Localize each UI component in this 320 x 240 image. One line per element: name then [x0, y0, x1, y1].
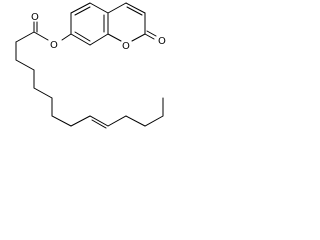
bond [107, 2, 127, 14]
bond [144, 33, 155, 40]
structure-diagram: O O O O [15, 2, 166, 129]
bond [146, 30, 157, 37]
alkyl-chain [15, 41, 109, 127]
benzene-ring [70, 2, 109, 46]
ring-oxygen-label: O [122, 41, 130, 52]
bond [70, 2, 91, 14]
bond [107, 33, 122, 42]
double-bond-inner [126, 6, 143, 16]
fatty-acid-chain [15, 41, 164, 129]
bond [33, 31, 49, 41]
double-bond-inner [74, 31, 91, 42]
cis-double-bond-inner [91, 119, 107, 129]
ester-carbonyl-oxygen-label: O [31, 12, 39, 23]
bond [125, 2, 146, 14]
pyranone-ring [107, 2, 157, 42]
bond [89, 33, 109, 46]
bond [131, 33, 146, 42]
bond [89, 2, 109, 14]
ester-oxygen-label: O [50, 40, 58, 51]
bond [15, 31, 35, 43]
bond [61, 33, 72, 41]
lactone-carbonyl-oxygen-label: O [158, 36, 166, 47]
ester-linkage [15, 21, 72, 43]
alkyl-chain-tail [107, 97, 164, 127]
double-bond-inner [74, 6, 91, 16]
bond [70, 33, 91, 46]
